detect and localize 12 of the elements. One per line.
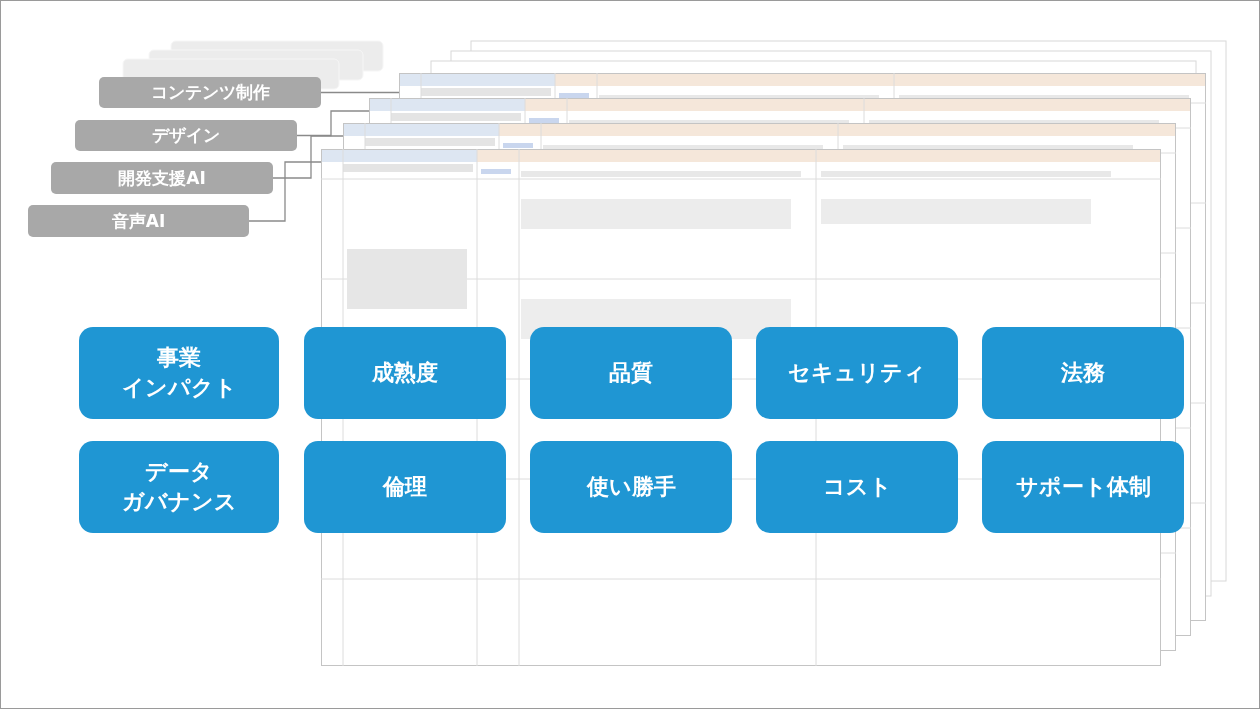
connector-line — [320, 91, 400, 94]
connector-line — [272, 135, 344, 179]
criterion-box: 成熟度 — [304, 327, 506, 419]
connector-line — [248, 161, 322, 222]
criterion-box: 事業インパクト — [79, 327, 279, 419]
connector-line — [296, 110, 370, 137]
criterion-box: データガバナンス — [79, 441, 279, 533]
category-tab: コンテンツ制作 — [99, 77, 321, 108]
category-tab: 音声AI — [28, 205, 249, 237]
category-tab: 開発支援AI — [51, 162, 273, 194]
category-tab: デザイン — [75, 120, 297, 151]
criterion-box: 倫理 — [304, 441, 506, 533]
